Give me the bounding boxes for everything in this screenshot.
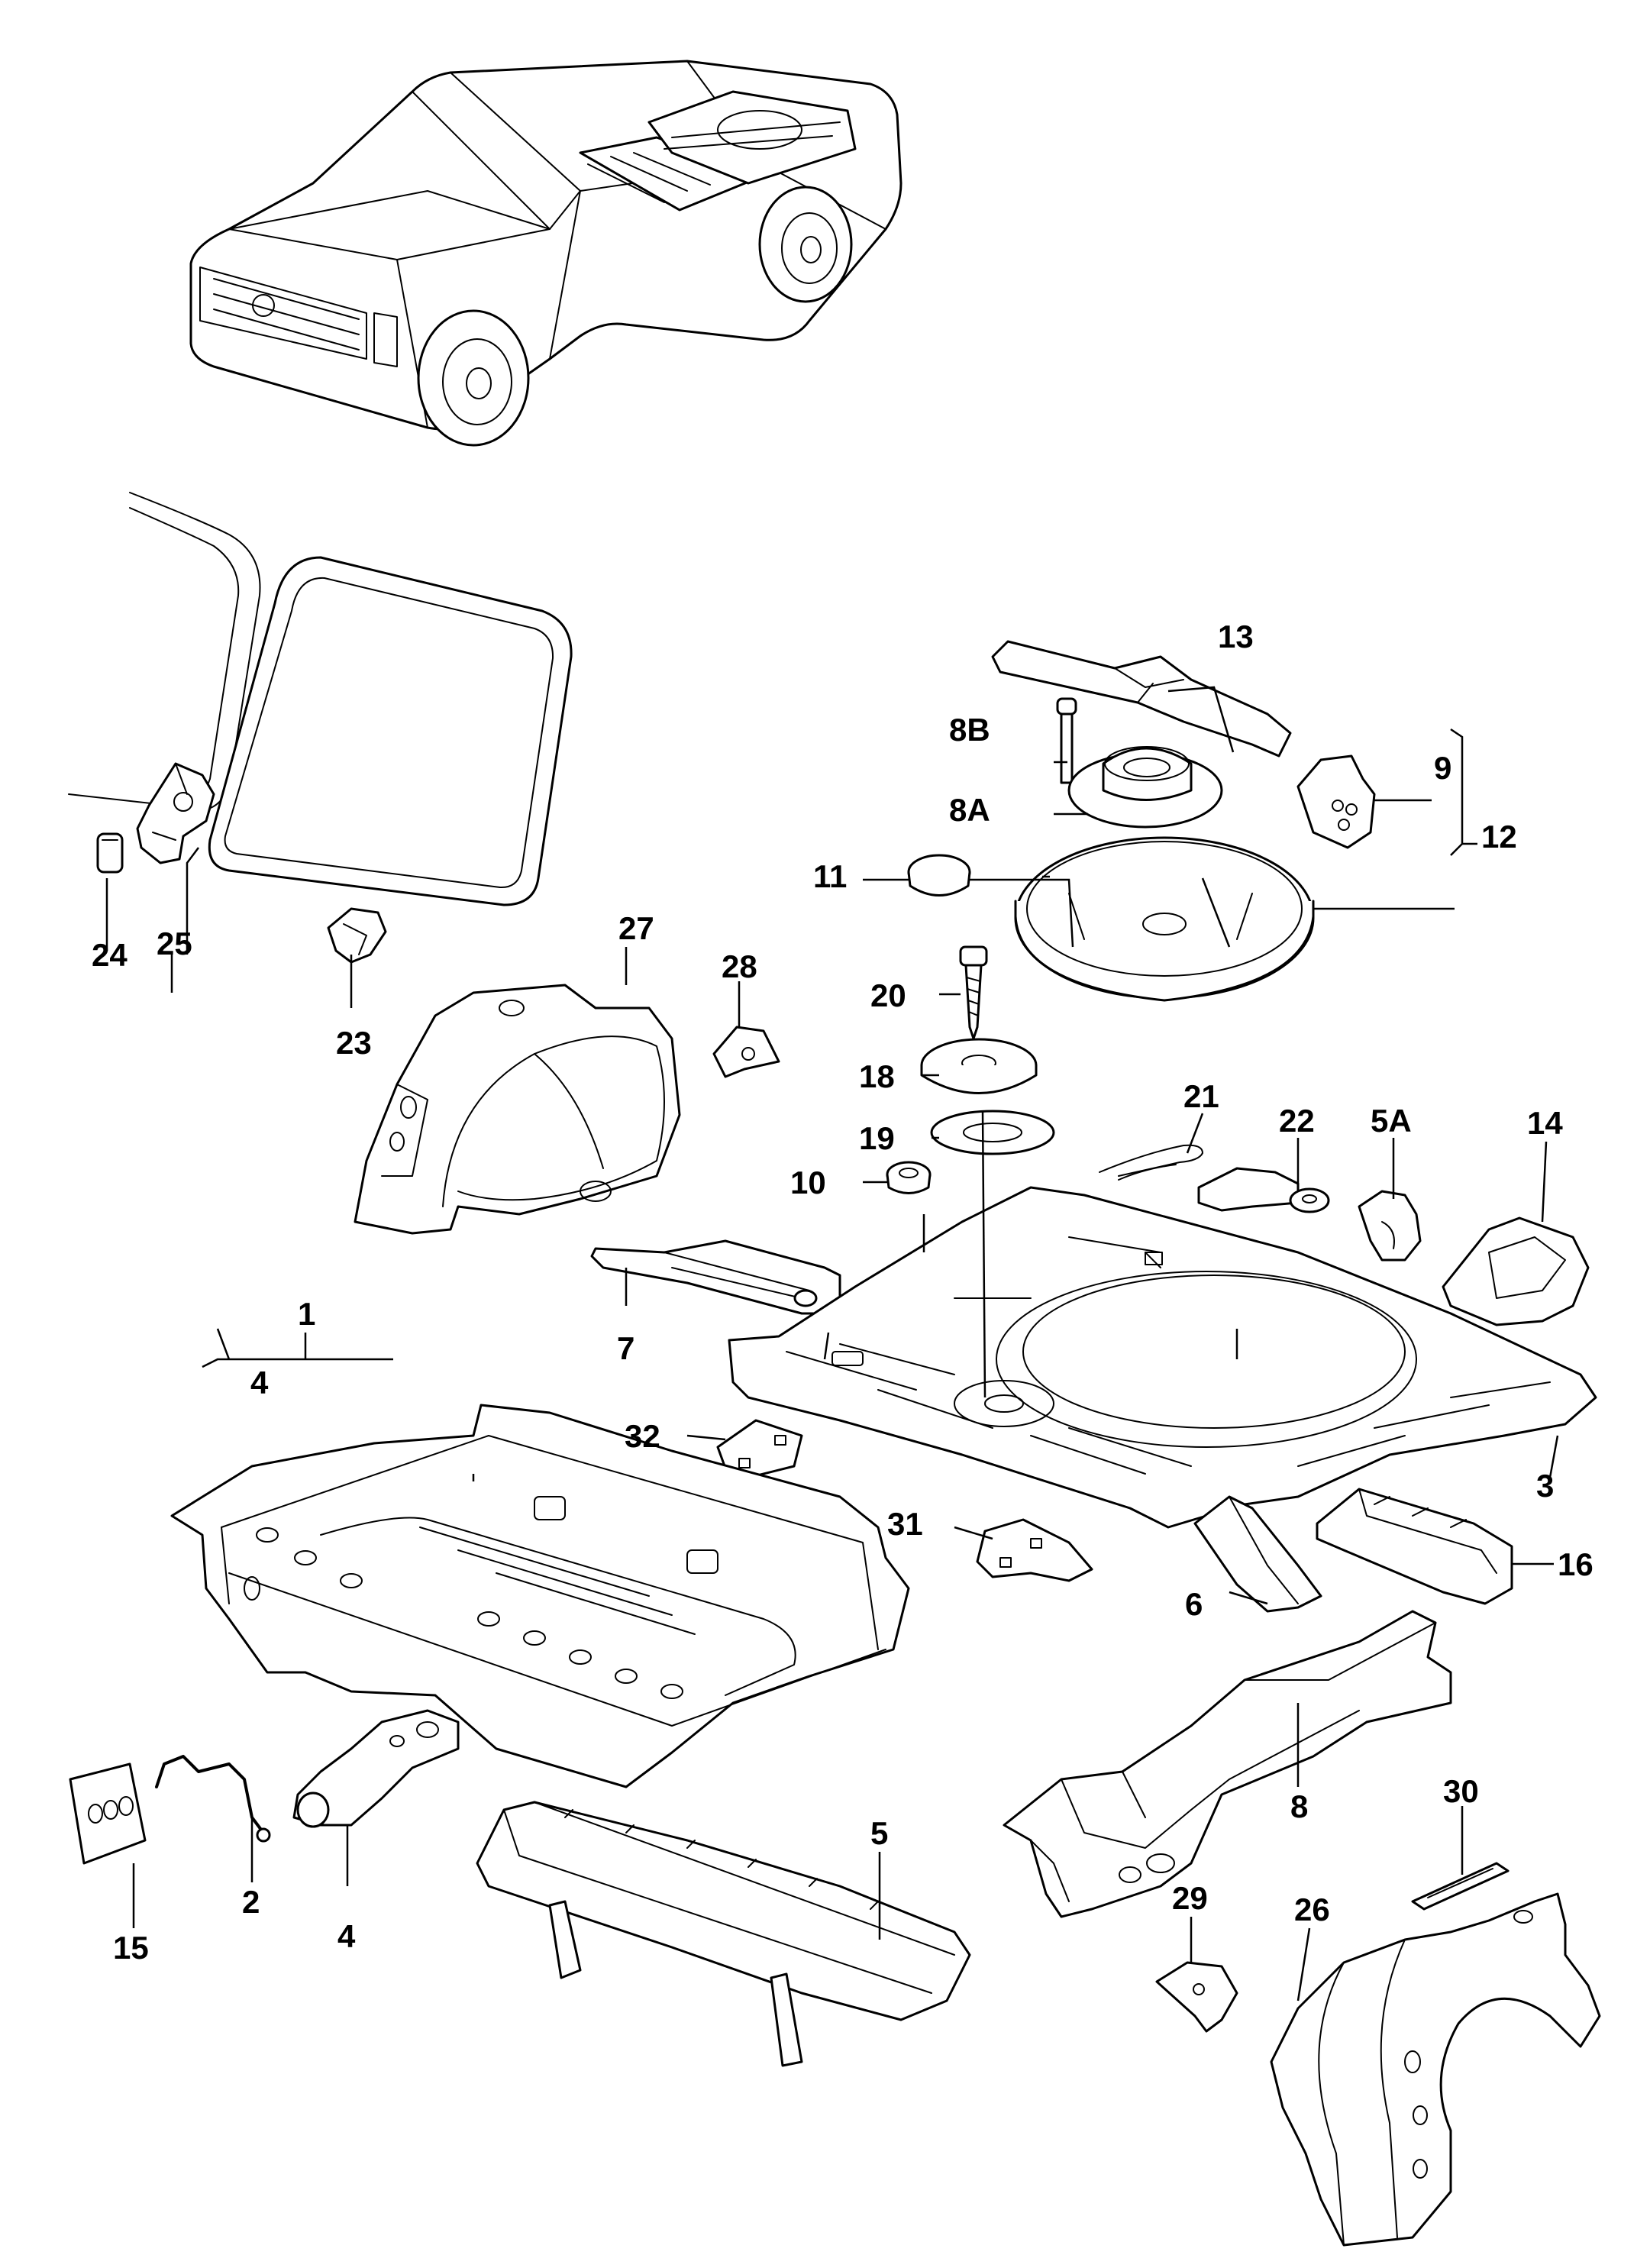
- label-12: 12: [1481, 819, 1517, 855]
- part-14-cover: [1442, 1216, 1590, 1326]
- label-23: 23: [336, 1025, 372, 1061]
- part-1-front-floor-pan: [170, 1404, 910, 1788]
- label-24: 24: [92, 937, 128, 973]
- part-4-mount: [292, 1709, 460, 1828]
- part-12-spare-wheel-well: [1014, 746, 1315, 1002]
- part-13-strap: [991, 640, 1292, 758]
- part-2-wire: [155, 1755, 271, 1843]
- callout-labels: 13 8B 9 8A 12 11 24 25 27 28 20 23 18 21…: [92, 619, 1593, 1966]
- part-20-screw: [959, 945, 988, 1040]
- part-18-washer: [920, 1038, 1038, 1094]
- label-22: 22: [1279, 1103, 1315, 1139]
- part-10-grommet: [886, 1161, 932, 1194]
- part-6-bracket: [1193, 1495, 1322, 1613]
- part-25-seat-hinge: [136, 762, 215, 864]
- rear-seat: [68, 492, 573, 906]
- part-5-longitudinal-member: [476, 1801, 971, 2067]
- label-5A: 5A: [1371, 1103, 1412, 1139]
- label-11: 11: [813, 858, 847, 894]
- label-30: 30: [1443, 1773, 1479, 1809]
- label-19: 19: [859, 1120, 895, 1156]
- label-3: 3: [1536, 1468, 1554, 1504]
- label-8B: 8B: [949, 712, 990, 748]
- part-24-buffer: [96, 832, 124, 874]
- label-15: 15: [113, 1930, 149, 1966]
- label-14: 14: [1527, 1105, 1563, 1141]
- part-8-side-member-rear: [1003, 1610, 1452, 1918]
- car-overview: [189, 60, 902, 447]
- label-27: 27: [618, 910, 654, 946]
- label-4-group: 4: [250, 1365, 269, 1401]
- part-28-bracket: [712, 1026, 780, 1078]
- label-25: 25: [157, 926, 192, 961]
- label-31: 31: [887, 1506, 923, 1542]
- label-1: 1: [298, 1296, 315, 1332]
- label-6: 6: [1185, 1586, 1203, 1622]
- label-7: 7: [617, 1330, 634, 1366]
- part-19-seal-ring: [930, 1110, 1055, 1155]
- label-4: 4: [337, 1918, 356, 1954]
- label-13: 13: [1218, 619, 1254, 654]
- part-11-cap: [907, 854, 971, 897]
- part-26-wheel-housing-right: [1270, 1892, 1601, 2247]
- label-2: 2: [242, 1884, 260, 1920]
- label-8: 8: [1290, 1788, 1308, 1824]
- label-21: 21: [1183, 1078, 1219, 1114]
- leader-lines: [105, 686, 1559, 2001]
- part-27-wheel-housing-left: [354, 984, 681, 1235]
- label-28: 28: [722, 948, 757, 984]
- label-26: 26: [1294, 1892, 1330, 1927]
- part-3-rear-floor-panel: [728, 1186, 1597, 1529]
- part-21-clip: [1099, 1144, 1203, 1181]
- part-9-bracket: [1296, 754, 1376, 849]
- label-20: 20: [870, 977, 906, 1013]
- part-5A-clip: [1358, 1190, 1422, 1262]
- label-10: 10: [790, 1165, 826, 1200]
- part-8B-bolt: [1056, 697, 1077, 784]
- label-8A: 8A: [949, 792, 990, 828]
- part-29-bracket: [1155, 1961, 1238, 2033]
- part-30-strip: [1411, 1862, 1510, 1911]
- part-31-plate: [976, 1518, 1093, 1582]
- label-5: 5: [870, 1815, 888, 1851]
- part-23-clip: [327, 907, 387, 964]
- label-32: 32: [625, 1418, 660, 1454]
- label-9: 9: [1434, 750, 1451, 786]
- part-22-holder: [1197, 1167, 1330, 1213]
- part-7-cross-member: [590, 1239, 841, 1315]
- label-29: 29: [1172, 1880, 1208, 1916]
- label-16: 16: [1558, 1546, 1593, 1582]
- part-16-bracket: [1316, 1488, 1513, 1605]
- label-18: 18: [859, 1058, 895, 1094]
- part-15-plate: [69, 1762, 147, 1865]
